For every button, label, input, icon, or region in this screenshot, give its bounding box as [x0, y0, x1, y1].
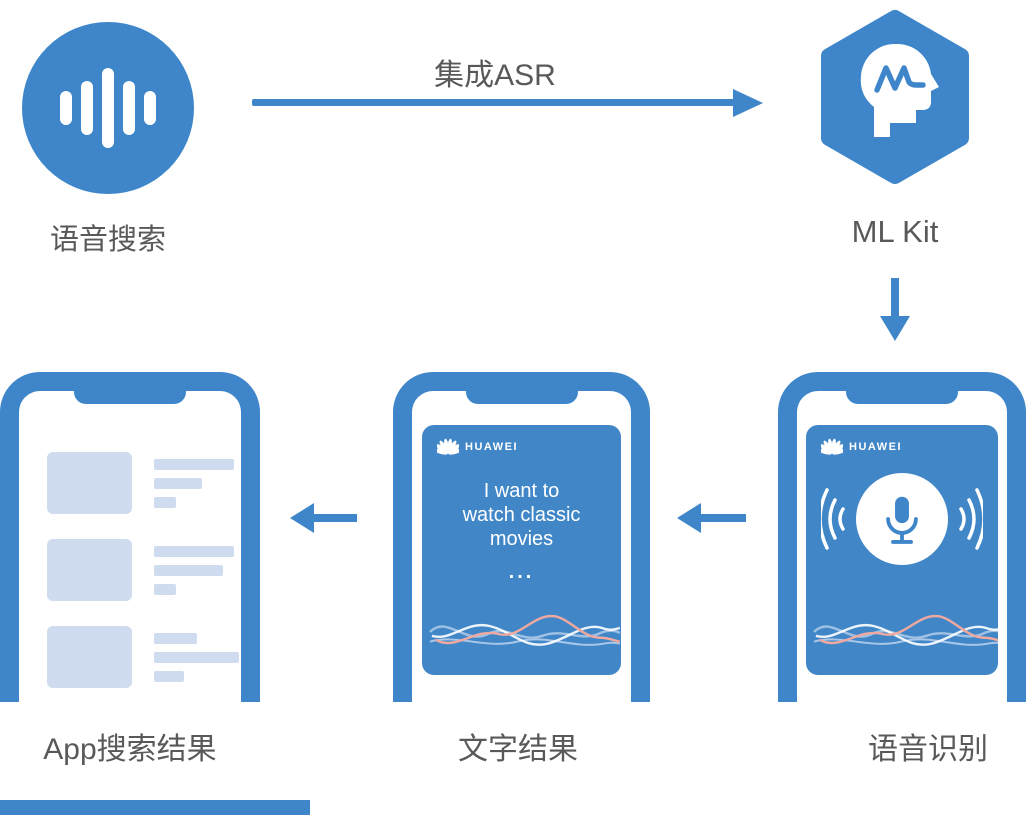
caption-app-results: App搜索结果: [43, 733, 217, 766]
phone-notch: [465, 389, 578, 404]
huawei-wordmark: HUAWEI: [849, 441, 902, 453]
voice-search-icon: [22, 22, 194, 194]
huawei-logo: HUAWEI: [821, 438, 902, 456]
waveform-bar: [123, 81, 135, 135]
recognized-text: I want to watch classic movies: [422, 479, 621, 551]
phone-text-result: HUAWEI I want to watch classic movies ..…: [393, 372, 650, 702]
caption-speech-recognition: 语音识别: [868, 733, 988, 766]
ml-monogram-icon: [874, 65, 926, 93]
waveform-bar: [60, 91, 72, 125]
waveform-bar: [81, 81, 93, 135]
app-results-list: [47, 452, 239, 713]
result-thumbnail: [47, 452, 132, 514]
result-row: [47, 539, 234, 603]
sound-arcs-left-icon: [821, 488, 845, 550]
caption-text-result: 文字结果: [458, 733, 578, 766]
listening-graphic: [806, 473, 998, 565]
result-text-bar: [154, 584, 176, 595]
speech-recognition-screen: HUAWEI: [806, 425, 998, 675]
bottom-strip: [0, 800, 310, 815]
result-thumbnail: [47, 539, 132, 601]
result-text-bar: [154, 633, 197, 644]
waveform-bar: [144, 91, 156, 125]
flow-arrow-1-head: [290, 503, 314, 533]
voice-search-label: 语音搜索: [49, 224, 166, 256]
head-silhouette-icon: [860, 43, 939, 137]
flow-arrow-2: [699, 514, 746, 522]
result-text-bar: [154, 565, 223, 576]
recognized-text-line: watch classic: [462, 504, 581, 526]
huawei-flower-icon: [821, 438, 843, 455]
huawei-flower-icon: [437, 438, 459, 455]
result-text-bar: [154, 546, 234, 557]
phone-notch: [846, 389, 958, 404]
phone-notch: [74, 389, 186, 404]
down-arrow-head: [880, 316, 910, 341]
recognized-text-line: I want to: [483, 480, 560, 502]
voice-waves-graphic: [429, 614, 621, 646]
result-text-bar: [154, 652, 239, 663]
integration-arrow: [252, 99, 735, 106]
result-text-bar: [154, 497, 176, 508]
phone-speech-recognition: HUAWEI: [778, 372, 1026, 702]
result-row: [47, 626, 239, 690]
ml-kit-label: ML Kit: [851, 214, 939, 249]
flow-arrow-1: [312, 514, 357, 522]
voice-waves-graphic: [813, 614, 998, 646]
text-result-screen: HUAWEI I want to watch classic movies ..…: [422, 425, 621, 675]
microphone-circle: [856, 473, 948, 565]
result-row: [47, 452, 234, 516]
flow-arrow-2-head: [677, 503, 701, 533]
result-text-bar: [154, 459, 234, 470]
ellipsis-indicator: ...: [508, 561, 535, 583]
recognized-text-line: movies: [489, 528, 554, 550]
integration-arrow-label: 集成ASR: [434, 59, 556, 92]
result-text-bar: [154, 671, 184, 682]
huawei-wordmark: HUAWEI: [465, 441, 518, 453]
huawei-logo: HUAWEI: [437, 438, 518, 456]
waveform-bar: [102, 68, 114, 148]
result-text-bar: [154, 478, 202, 489]
microphone-icon: [886, 496, 918, 544]
phone-app-results: [0, 372, 260, 702]
ml-kit-icon: [821, 10, 969, 184]
sound-arcs-right-icon: [959, 488, 983, 550]
integration-arrow-head: [733, 89, 763, 117]
result-thumbnail: [47, 626, 132, 688]
down-arrow: [891, 278, 899, 318]
